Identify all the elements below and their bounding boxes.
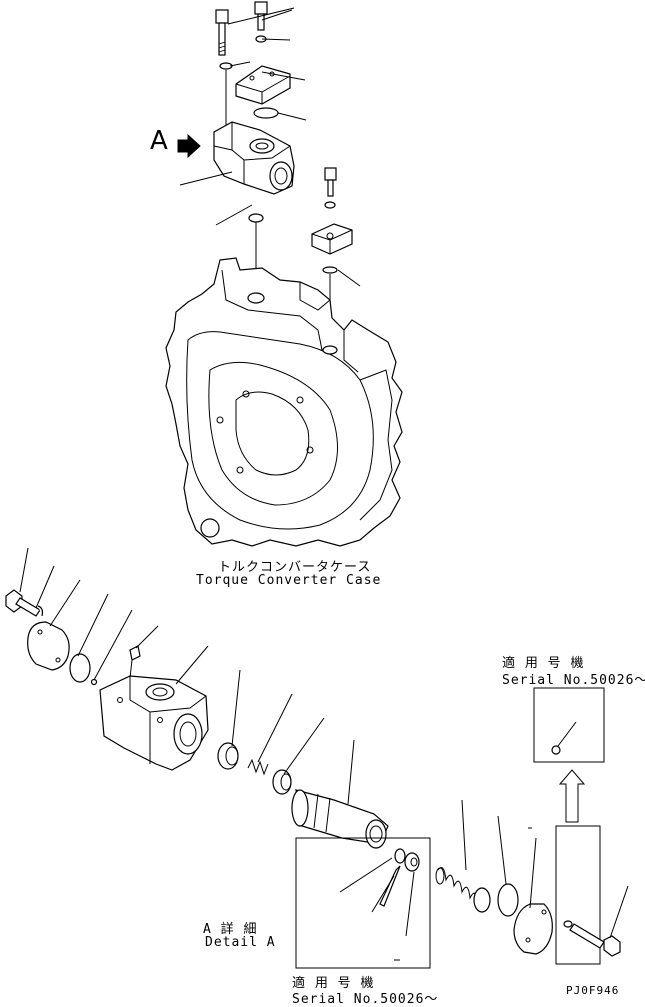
torque-converter-case [165, 257, 403, 547]
cover-plate-lower-right [513, 903, 553, 955]
washer-strip [563, 920, 573, 928]
pin-detail [379, 848, 420, 907]
drawing-code: PJ0F946 [566, 984, 620, 997]
serial-top-label-jp: 適 用 号 機 [502, 656, 585, 671]
serial-bottom-label-jp: 適 用 号 機 [292, 976, 375, 991]
washer-mid-right [324, 201, 336, 209]
block-mid [311, 223, 353, 255]
case-label-en: Torque Converter Case [196, 573, 382, 588]
valve-body-top [213, 121, 295, 195]
o-ring-top [253, 107, 279, 119]
o-ring-lower [69, 653, 91, 683]
cover-plate-lower-left [27, 621, 70, 671]
washer-mid-left [248, 213, 264, 223]
small-ball [90, 678, 98, 686]
case-label-jp: トルクコンバータケース [218, 560, 372, 575]
valve-body-lower [99, 675, 209, 771]
detail-label-en: Detail A [205, 935, 276, 950]
bolt-right-block [324, 167, 337, 197]
plug-lower [129, 645, 141, 679]
o-ring-right [497, 883, 519, 917]
o-ring-mid [322, 266, 338, 274]
top-bolt-left [215, 9, 229, 56]
spool [291, 789, 389, 849]
detail-label-jp: A 詳 細 [203, 922, 258, 937]
spring-small [247, 758, 269, 776]
top-bolt-right [254, 1, 268, 31]
up-arrow-icon [558, 769, 586, 823]
spring-seat [217, 742, 239, 770]
spring-large [435, 867, 491, 913]
retainer [272, 769, 292, 795]
detail-box-top [533, 687, 605, 763]
view-a-label: A [150, 126, 168, 156]
bolt-lower-left [5, 589, 41, 617]
detail-box-bottom [295, 837, 431, 969]
bolt-lower-right [569, 923, 621, 957]
detail-strip [555, 825, 601, 965]
serial-bottom-label-en: Serial No.50026～ [292, 992, 439, 1007]
serial-top-label-en: Serial No.50026～ [502, 673, 645, 688]
view-arrow-icon [177, 133, 201, 159]
washer-lower-left [37, 605, 44, 617]
plug-serial-detail [551, 745, 561, 755]
